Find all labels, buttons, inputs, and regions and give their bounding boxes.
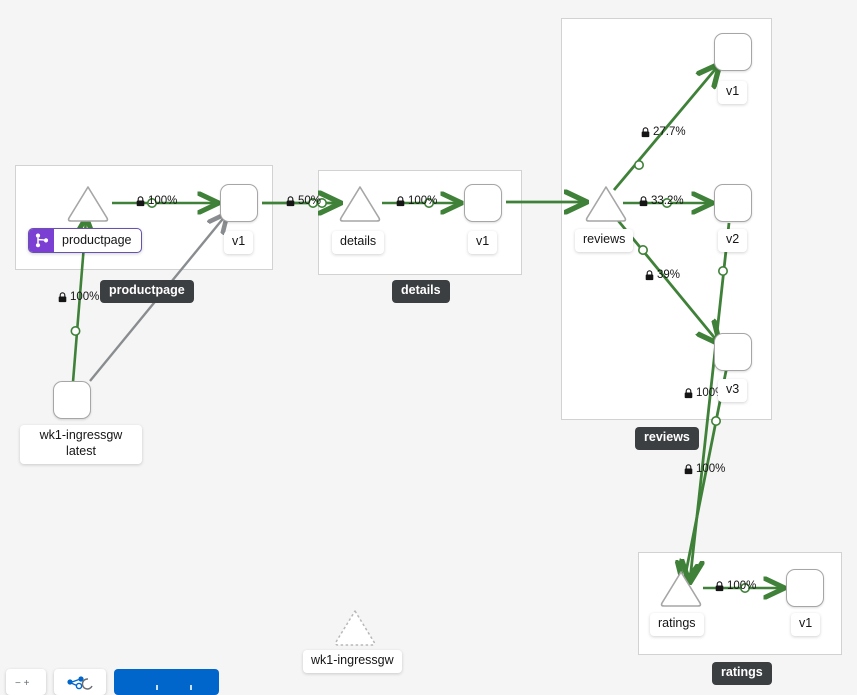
- node-label-wk1-ingressgw: wk1-ingressgw latest: [20, 425, 142, 465]
- workload-node-wk1-ingressgw[interactable]: [53, 381, 91, 419]
- layout-toggle-button[interactable]: [54, 669, 106, 695]
- node-label-reviews-v1: v1: [718, 81, 748, 104]
- edge-label-ratings-svc-to-v1: 100%: [715, 580, 757, 593]
- lock-icon: [639, 196, 648, 207]
- lock-icon: [136, 196, 145, 207]
- edge-label-ingress-to-productpage: 100%: [58, 291, 100, 304]
- lock-icon: [645, 270, 654, 281]
- primary-action-button[interactable]: [114, 669, 219, 695]
- node-label-ratings-service: ratings: [650, 613, 704, 636]
- namespace-badge-reviews[interactable]: reviews: [635, 427, 699, 450]
- workload-node-reviews-v1[interactable]: [714, 33, 752, 71]
- workload-node-reviews-v3[interactable]: [714, 333, 752, 371]
- lock-icon: [684, 388, 693, 399]
- edge-label-text: 100%: [148, 195, 178, 207]
- zoom-icon: − +: [15, 678, 30, 689]
- node-label-details-service: details: [332, 231, 385, 254]
- svg-text:− +: − +: [15, 678, 30, 689]
- workload-node-details-v1[interactable]: [464, 184, 502, 222]
- node-label-line1: wk1-ingressgw: [39, 428, 123, 442]
- node-label-reviews-v3: v3: [718, 379, 748, 402]
- edge-label-details-svc-to-v1: 100%: [396, 195, 438, 208]
- service-node-reviews[interactable]: [584, 184, 628, 224]
- edge-label-text: 100%: [408, 195, 438, 207]
- namespace-badge-text: productpage: [109, 283, 185, 297]
- node-label-productpage-service: productpage: [28, 228, 142, 254]
- service-node-wk1-ingressgw[interactable]: [333, 608, 377, 648]
- edge-label-text: 100%: [696, 463, 726, 475]
- edge-label-text: 100%: [70, 291, 100, 303]
- edge-label-text: 27.7%: [653, 126, 686, 138]
- edge-label-reviews-to-ratings: 100%: [684, 463, 726, 476]
- lock-icon: [715, 581, 724, 592]
- edge-label-reviews-to-v1: 27.7%: [641, 126, 686, 139]
- workload-node-reviews-v2[interactable]: [714, 184, 752, 222]
- namespace-badge-productpage[interactable]: productpage: [100, 280, 194, 303]
- lock-icon: [58, 292, 67, 303]
- node-label-text: productpage: [62, 233, 132, 247]
- node-label-text: v2: [726, 232, 740, 246]
- node-label-text: v1: [476, 234, 490, 248]
- lock-icon: [684, 464, 693, 475]
- edge-label-text: 100%: [727, 580, 757, 592]
- service-node-details[interactable]: [338, 184, 382, 224]
- namespace-badge-text: reviews: [644, 430, 690, 444]
- node-label-details-v1: v1: [468, 231, 498, 254]
- graph-toolbar[interactable]: − +: [0, 669, 219, 695]
- service-node-productpage[interactable]: [66, 184, 110, 224]
- topology-icon: [67, 676, 93, 690]
- edge-label-reviews-to-v2: 33.2%: [639, 195, 684, 208]
- service-node-ratings[interactable]: [659, 569, 703, 609]
- workload-node-productpage-v1[interactable]: [220, 184, 258, 222]
- node-label-text: ratings: [658, 616, 696, 630]
- edge-label-reviews-to-v3: 39%: [645, 269, 681, 282]
- namespace-badge-details[interactable]: details: [392, 280, 450, 303]
- namespace-badge-text: ratings: [721, 665, 763, 679]
- workload-node-ratings-v1[interactable]: [786, 569, 824, 607]
- node-label-wk1-ingressgw-service: wk1-ingressgw: [303, 650, 402, 673]
- edge-label-productpage-svc-to-v1: 100%: [136, 195, 178, 208]
- lock-icon: [641, 127, 650, 138]
- edge-label-text: 50%: [298, 195, 322, 207]
- edge-label-text: 39%: [657, 269, 681, 281]
- node-label-text: v3: [726, 382, 740, 396]
- edge-label-productpage-v1-to-details: 50%: [286, 195, 322, 208]
- node-label-reviews-service: reviews: [575, 229, 634, 252]
- virtual-service-icon: [29, 229, 54, 253]
- zoom-controls-button[interactable]: − +: [6, 669, 46, 695]
- node-label-text: v1: [232, 234, 246, 248]
- edge-label-text: 33.2%: [651, 195, 684, 207]
- node-label-text: reviews: [583, 232, 626, 246]
- node-label-text: v1: [799, 616, 813, 630]
- primary-button-icon: [155, 685, 192, 690]
- lock-icon: [286, 196, 295, 207]
- node-label-line2: latest: [66, 443, 96, 458]
- node-label-ratings-v1: v1: [791, 613, 821, 636]
- namespace-badge-text: details: [401, 283, 441, 297]
- node-label-text: v1: [726, 84, 740, 98]
- node-label-productpage-v1: v1: [224, 231, 254, 254]
- node-label-text: details: [340, 234, 377, 248]
- node-label-text: wk1-ingressgw: [311, 653, 394, 667]
- lock-icon: [396, 196, 405, 207]
- node-label-reviews-v2: v2: [718, 229, 748, 252]
- namespace-badge-ratings[interactable]: ratings: [712, 662, 772, 685]
